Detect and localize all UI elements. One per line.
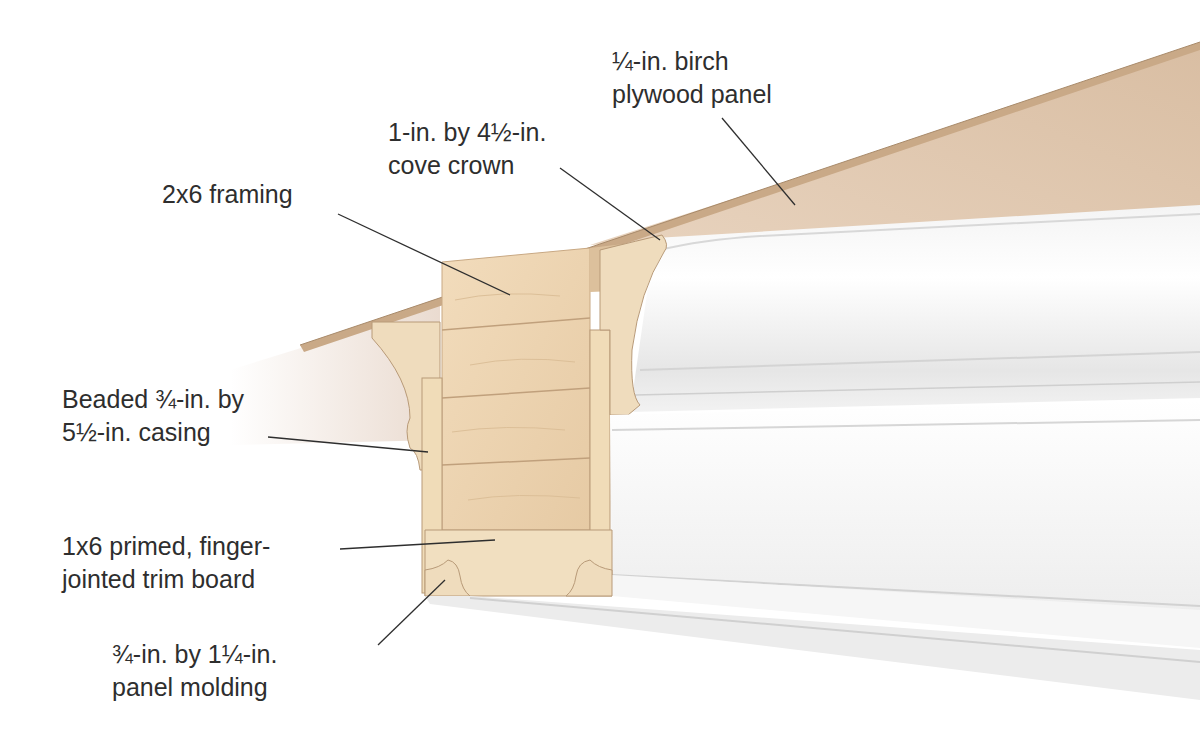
part-label: Beaded ¾-in. by 5½-in. casing — [62, 383, 292, 449]
part-label: ¼-in. birch plywood panel — [612, 45, 822, 111]
part-label: 2x6 framing — [162, 178, 362, 211]
part-label: 1-in. by 4½-in. cove crown — [388, 116, 603, 182]
part-label: 1x6 primed, finger-jointed trim board — [62, 530, 337, 596]
part-label: ¾-in. by 1¼-in. panel molding — [112, 638, 327, 704]
